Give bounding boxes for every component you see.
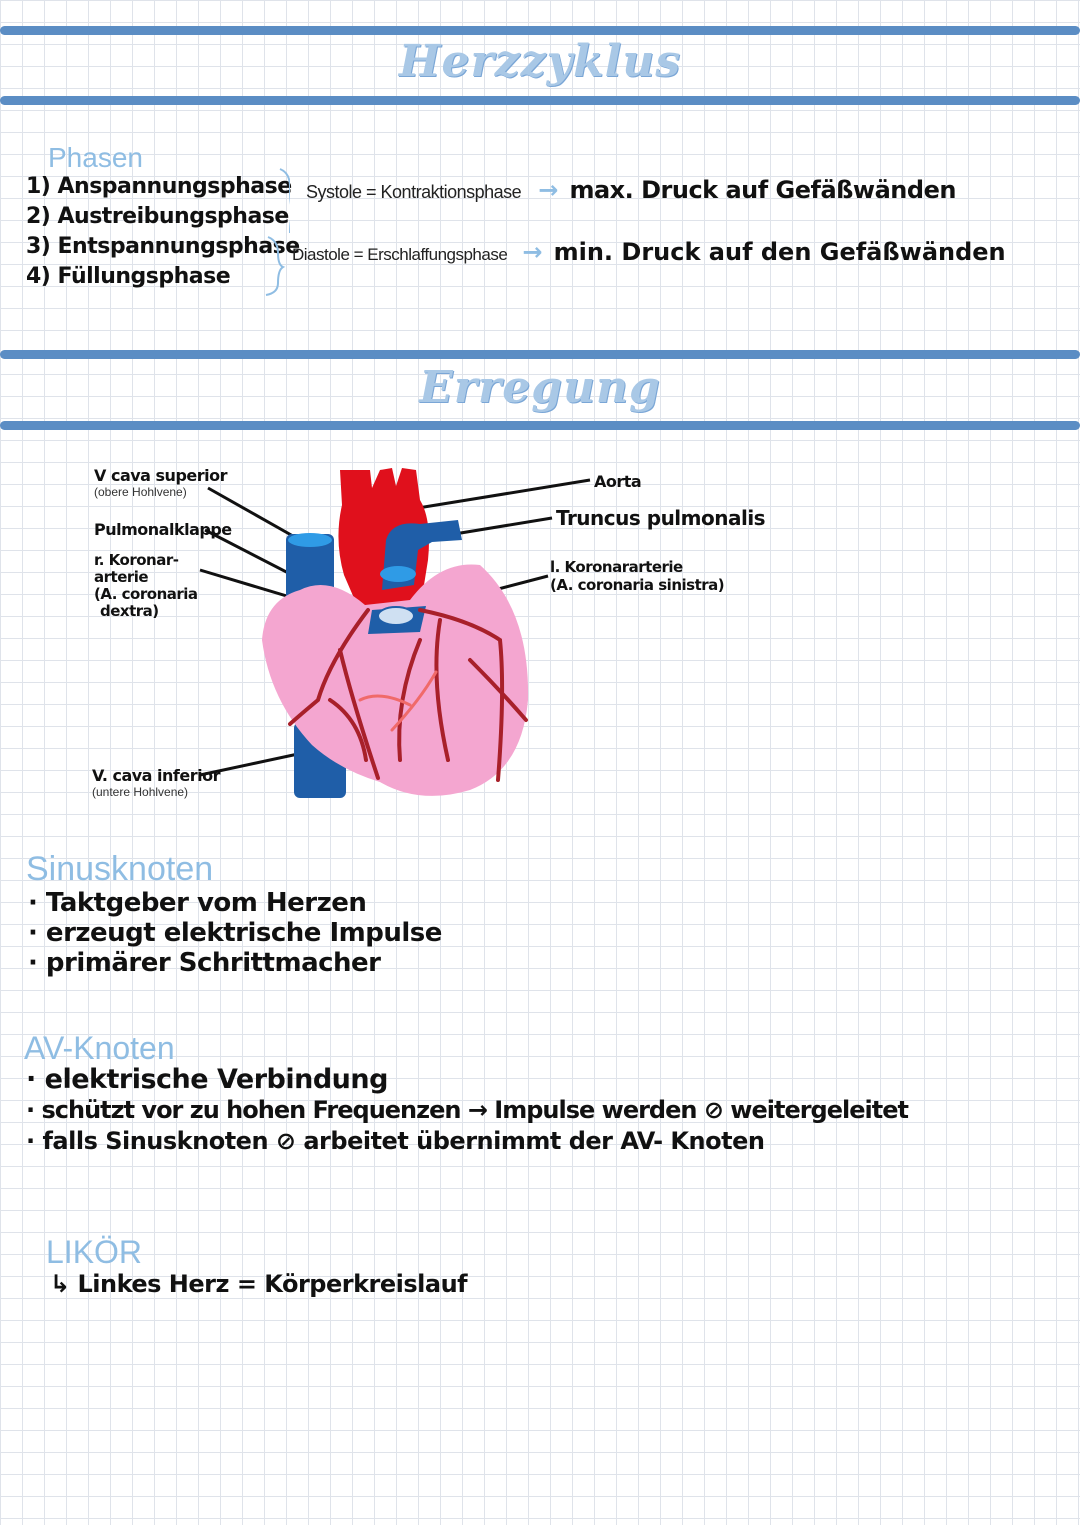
likor-line: ↳ Linkes Herz = Körperkreislauf (50, 1270, 468, 1298)
sinusknoten-heading: Sinusknoten (26, 850, 214, 888)
list-item: · primärer Schrittmacher (28, 948, 381, 978)
header-bar-top (0, 26, 1080, 35)
diastole-label: Diastole = Erschlaffungsphase (292, 245, 508, 264)
label-pulmonalklappe: Pulmonalklappe (94, 520, 232, 539)
systole-label: Systole = Kontraktionsphase (306, 182, 522, 202)
header-bar-bottom (0, 96, 1080, 105)
label-rechte-koronararterie: r. Koronar- arterie (A. coronaria dextra… (94, 551, 198, 620)
phases-heading: Phasen (48, 142, 143, 173)
systole-effect: max. Druck auf Gefäßwänden (569, 176, 956, 204)
likor-heading: LIKÖR (46, 1234, 143, 1270)
list-item: · schützt vor zu hohen Frequenzen → Impu… (26, 1096, 909, 1124)
section-bar-bottom (0, 421, 1080, 430)
sinusknoten-list: · Taktgeber vom Herzen · erzeugt elektri… (28, 888, 442, 978)
label-aorta: Aorta (594, 472, 642, 491)
phase-item: 4) Füllungsphase (26, 264, 231, 289)
label-vena-cava-inferior: V. cava inferior (untere Hohlvene) (92, 766, 221, 799)
diastole-row: Diastole = Erschlaffungsphase → min. Dru… (292, 238, 1072, 266)
phase-braces (265, 168, 290, 296)
list-item: · elektrische Verbindung (26, 1064, 388, 1095)
phase-item: 1) Anspannungsphase (26, 174, 292, 199)
av-knoten-list: · elektrische Verbindung · schützt vor z… (26, 1064, 909, 1157)
list-item: · falls Sinusknoten ⊘ arbeitet übernimmt… (26, 1127, 765, 1155)
heart-illustration (199, 468, 591, 798)
av-knoten-heading: AV-Knoten (24, 1030, 175, 1066)
list-item: · Taktgeber vom Herzen (28, 888, 367, 918)
phase-item: 3) Entspannungsphase (26, 234, 300, 259)
phase-item: 2) Austreibungsphase (26, 204, 289, 229)
label-vena-cava-superior: V cava superior (obere Hohlvene) (94, 466, 228, 499)
systole-row: Systole = Kontraktionsphase → max. Druck… (306, 176, 1066, 204)
list-item: · erzeugt elektrische Impulse (28, 918, 442, 948)
label-linke-koronararterie: l. Koronararterie (A. coronaria sinistra… (550, 558, 725, 594)
arrow-icon: → (522, 238, 543, 266)
section-bar-top (0, 350, 1080, 359)
label-truncus-pulmonalis: Truncus pulmonalis (556, 506, 766, 530)
page-title-herzzyklus: Herzzyklus (398, 36, 682, 87)
arrow-icon: → (538, 176, 559, 204)
section-title-erregung: Erregung (419, 362, 661, 413)
diastole-effect: min. Druck auf den Gefäßwänden (553, 238, 1006, 266)
phases-list: 1) Anspannungsphase 2) Austreibungsphase… (26, 172, 300, 292)
